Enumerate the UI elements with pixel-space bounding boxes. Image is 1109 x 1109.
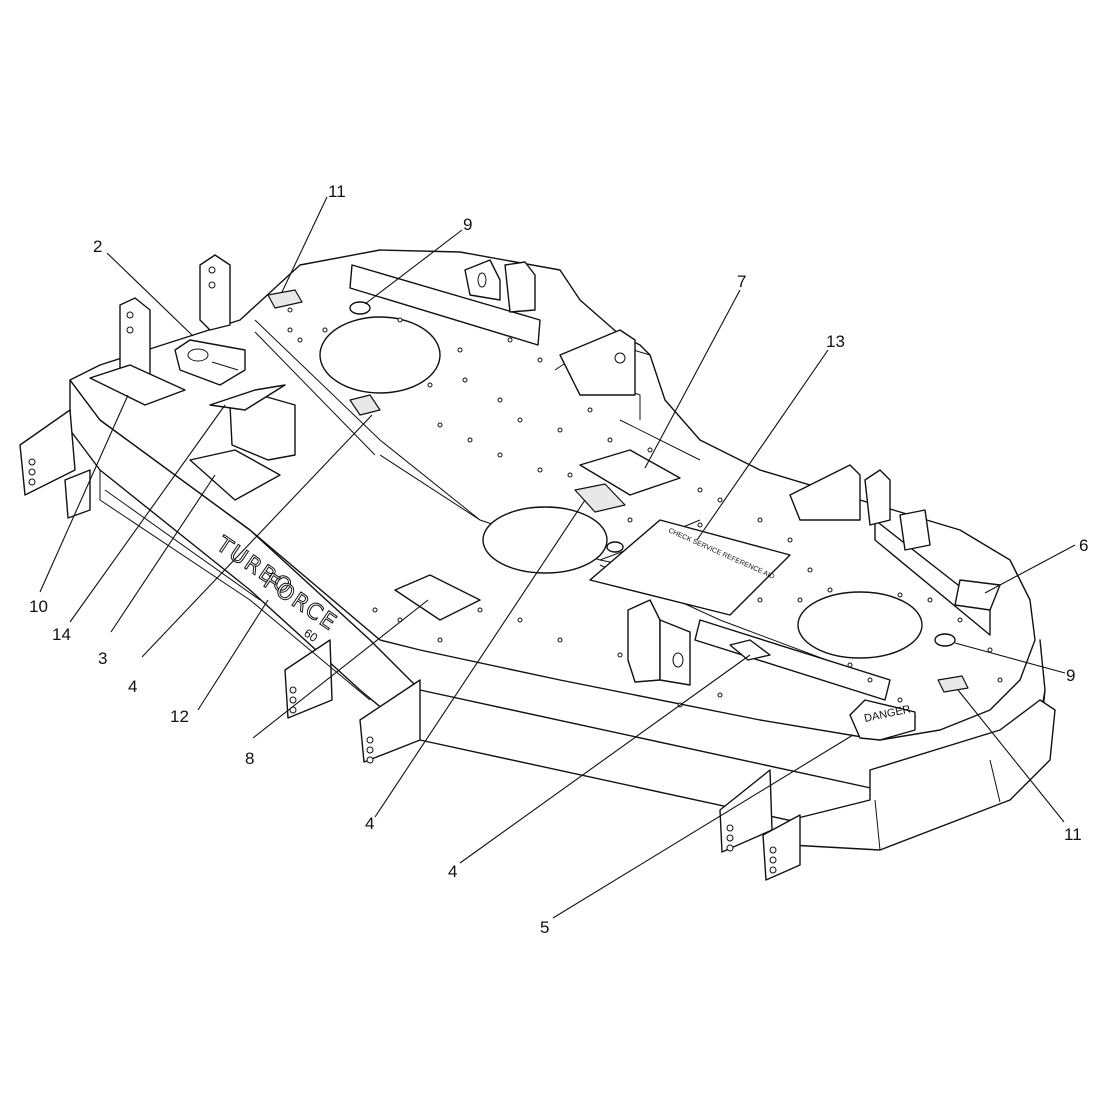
fastener-dot bbox=[997, 677, 1003, 683]
fastener-dot bbox=[507, 337, 513, 343]
decal-4-rear bbox=[349, 394, 381, 416]
fastener-dot bbox=[827, 587, 833, 593]
fastener-dot bbox=[497, 452, 503, 458]
front-hitch-plate-left bbox=[284, 639, 333, 719]
fastener-dot bbox=[287, 327, 293, 333]
fastener-dot bbox=[557, 637, 563, 643]
callout-3: 3 bbox=[98, 649, 107, 668]
decal-7 bbox=[579, 449, 681, 496]
decal-11-front bbox=[937, 675, 969, 693]
fastener-dot bbox=[647, 447, 653, 453]
callout-14: 14 bbox=[52, 625, 71, 644]
decal-4-front bbox=[729, 639, 771, 661]
callout-10: 10 bbox=[29, 597, 48, 616]
decal-10 bbox=[89, 364, 186, 406]
callout-11-front: 11 bbox=[1064, 825, 1082, 844]
callout-4-front: 4 bbox=[448, 862, 457, 881]
fastener-dot bbox=[617, 652, 623, 658]
fastener-dot bbox=[557, 427, 563, 433]
fastener-dot bbox=[897, 592, 903, 598]
fastener-dot bbox=[697, 487, 703, 493]
callout-numbers: 2 11 9 7 13 6 9 11 10 14 3 4 12 8 4 4 5 bbox=[29, 182, 1088, 937]
fastener-dot bbox=[897, 697, 903, 703]
fastener-dot bbox=[757, 517, 763, 523]
spindle-opening-right bbox=[797, 591, 923, 659]
fastener-dot bbox=[517, 617, 523, 623]
fastener-dot bbox=[607, 437, 613, 443]
decal-14 bbox=[209, 384, 286, 411]
spindle-opening-rear bbox=[319, 316, 441, 394]
fastener-dot bbox=[867, 677, 873, 683]
fastener-dot bbox=[567, 472, 573, 478]
fastener-dot bbox=[397, 317, 403, 323]
callout-9-rear: 9 bbox=[463, 215, 472, 234]
decal-13-service-reference bbox=[589, 519, 791, 616]
fastener-dot bbox=[287, 307, 293, 313]
fastener-dot bbox=[957, 617, 963, 623]
fastener-dot bbox=[697, 522, 703, 528]
decal-4-center bbox=[574, 483, 626, 513]
leader-lines bbox=[39, 196, 1076, 919]
fastener-dot bbox=[717, 692, 723, 698]
fastener-dot bbox=[437, 422, 443, 428]
callout-9-front: 9 bbox=[1066, 666, 1075, 685]
callout-8: 8 bbox=[245, 749, 254, 768]
fastener-dot bbox=[787, 537, 793, 543]
fastener-dot bbox=[537, 357, 543, 363]
callout-4-center: 4 bbox=[365, 814, 374, 833]
callout-13: 13 bbox=[826, 332, 845, 351]
decal-5-danger bbox=[849, 699, 916, 741]
front-bumper bbox=[789, 699, 1056, 851]
fastener-dot bbox=[757, 597, 763, 603]
fastener-dot bbox=[437, 637, 443, 643]
fastener-dot bbox=[462, 377, 468, 383]
callout-12: 12 bbox=[170, 707, 189, 726]
fastener-dot bbox=[322, 327, 328, 333]
fastener-dot bbox=[717, 497, 723, 503]
grease-fitting-right bbox=[934, 633, 956, 647]
fastener-dot bbox=[427, 382, 433, 388]
callout-6: 6 bbox=[1079, 536, 1088, 555]
fastener-dot bbox=[457, 347, 463, 353]
fastener-dot bbox=[467, 437, 473, 443]
callout-7: 7 bbox=[737, 272, 746, 291]
mower-deck bbox=[69, 249, 1056, 851]
fastener-dot bbox=[372, 607, 378, 613]
callout-5: 5 bbox=[540, 918, 549, 937]
fastener-dot bbox=[797, 597, 803, 603]
grease-fitting-center bbox=[606, 541, 624, 553]
callout-2: 2 bbox=[93, 237, 102, 256]
decal-2 bbox=[174, 339, 246, 386]
fastener-dot bbox=[847, 662, 853, 668]
fastener-dot bbox=[537, 467, 543, 473]
fastener-dot bbox=[987, 647, 993, 653]
fastener-dot bbox=[927, 597, 933, 603]
fastener-dot bbox=[807, 567, 813, 573]
decal-3 bbox=[189, 449, 281, 501]
front-hitch-plate-center bbox=[359, 679, 421, 763]
spindle-opening-center bbox=[482, 506, 608, 574]
deck-brackets bbox=[19, 254, 931, 881]
fastener-dot bbox=[497, 397, 503, 403]
fastener-dot bbox=[587, 407, 593, 413]
decal-8 bbox=[394, 574, 481, 621]
fastener-dot bbox=[477, 607, 483, 613]
callout-11-rear: 11 bbox=[328, 182, 346, 201]
fastener-dot bbox=[297, 337, 303, 343]
decal-11-rear bbox=[267, 289, 303, 309]
grease-fitting-rear bbox=[349, 301, 371, 315]
fastener-dot bbox=[517, 417, 523, 423]
callout-4-rear: 4 bbox=[128, 677, 137, 696]
front-hitch-plate-bumper bbox=[762, 814, 801, 881]
deck-fastener-dots bbox=[287, 307, 1003, 708]
fastener-dot bbox=[627, 517, 633, 523]
